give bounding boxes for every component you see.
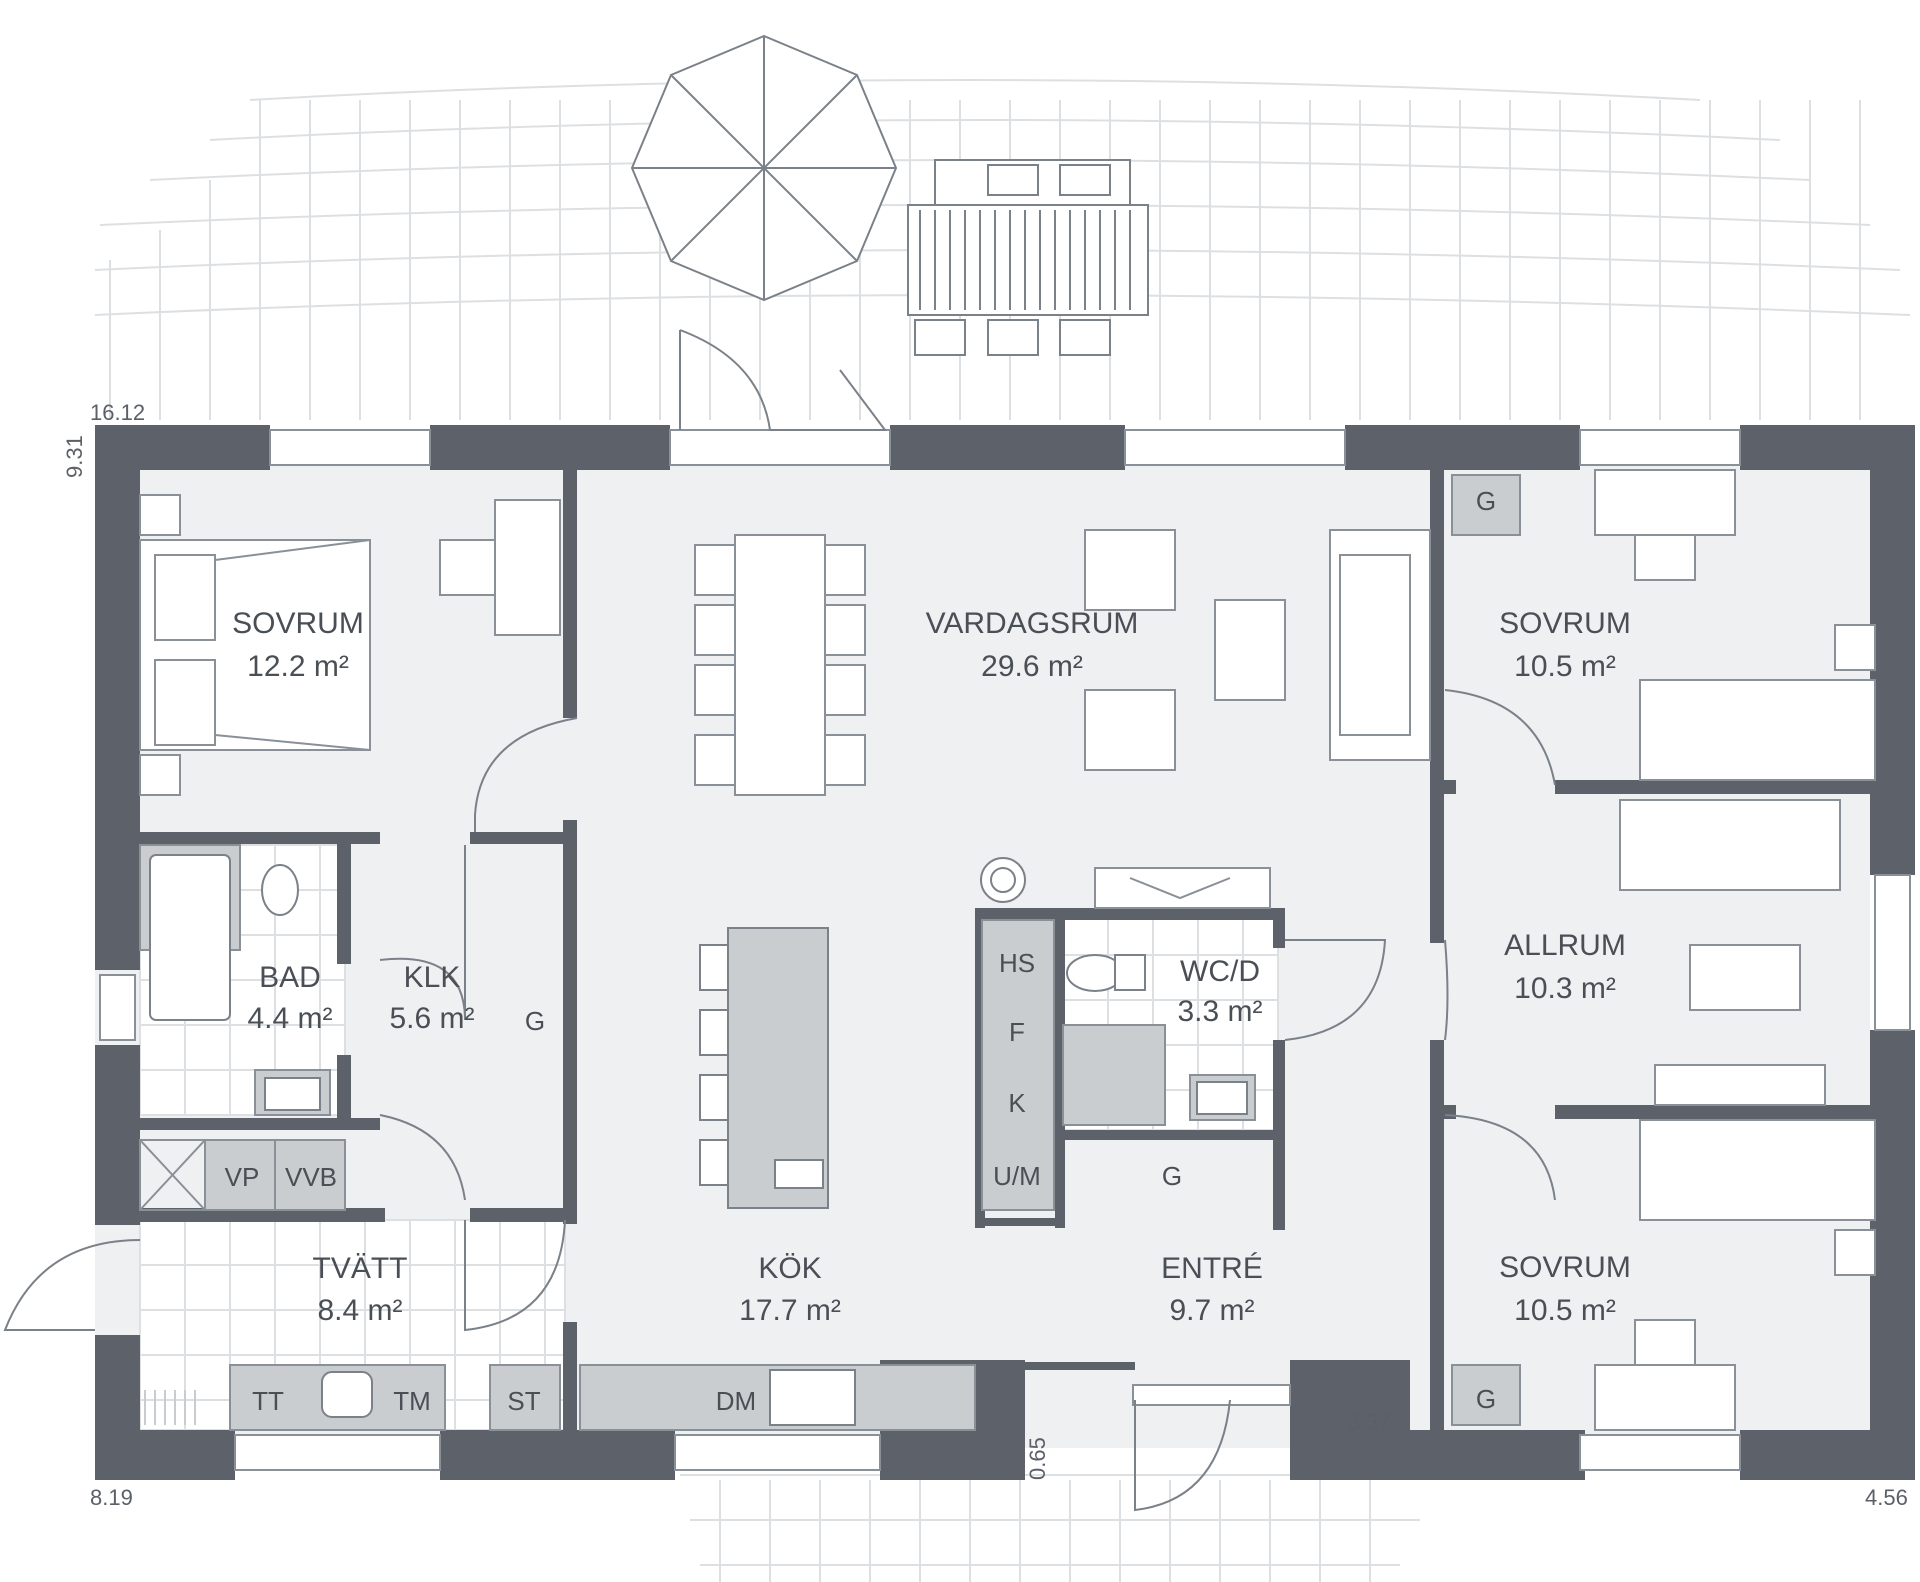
room-name-allrum: ALLRUM [1504,929,1626,962]
label-dm: DM [716,1386,756,1416]
label-vvb: VVB [285,1162,337,1192]
room-name-klk: KLK [404,961,461,994]
label-g-bottom-right: G [1476,1384,1496,1414]
tile-lines [140,845,1278,1430]
room-name-tvatt: TVÄTT [313,1252,408,1285]
dim-entry-y: 0.65 [1025,1437,1050,1480]
label-tm: TM [393,1386,431,1416]
laundry-rack [144,1390,196,1425]
furniture-right [1594,469,1876,1431]
desk-left [439,499,561,636]
kitchen-island [699,927,829,1209]
room-name-bad: BAD [259,961,321,994]
room-area-allrum: 10.3 m² [1514,972,1616,1005]
room-name-sovrum-top-right: SOVRUM [1499,607,1631,640]
label-k: K [1008,1088,1026,1118]
label-hs: HS [999,948,1035,978]
room-name-entre: ENTRÉ [1161,1252,1263,1285]
room-name-kok: KÖK [758,1252,821,1285]
parasol-icon [630,34,898,302]
room-area-entre: 9.7 m² [1169,1294,1254,1327]
label-g-top-right: G [1476,486,1496,516]
dim-entry-x: 3.37 [1348,1410,1391,1435]
room-name-sovrum-left: SOVRUM [232,607,364,640]
bathtub-icon [149,854,231,1021]
dimension-labels: 16.12 9.31 8.19 4.56 3.37 0.65 [62,400,1908,1510]
label-vp: VP [225,1162,260,1192]
label-g-entre: G [1162,1161,1182,1191]
room-area-sovrum-left: 12.2 m² [247,650,349,683]
room-name-vardagsrum: VARDAGSRUM [926,607,1139,640]
room-area-kok: 17.7 m² [739,1294,841,1327]
room-area-klk: 5.6 m² [389,1002,474,1035]
dining-table [694,534,866,796]
entry-paving [680,1474,1430,1582]
bed-left [139,494,371,796]
dim-top-left-y: 9.31 [62,435,87,478]
fireplace-icon [980,857,1026,903]
room-area-bad: 4.4 m² [247,1002,332,1035]
room-area-wc: 3.3 m² [1177,995,1262,1028]
entry-bench [1094,867,1271,909]
label-g-klk: G [525,1006,545,1036]
fixture-labels: G G G G HS F K U/M VP VVB TT TM ST DM [225,486,1496,1416]
dim-top-left-x: 16.12 [90,400,145,425]
room-area-sovrum-top-right: 10.5 m² [1514,650,1616,683]
room-area-vardagsrum: 29.6 m² [981,650,1083,683]
room-area-tvatt: 8.4 m² [317,1294,402,1327]
shower-icon [139,1139,206,1211]
terrace-dining-table [907,159,1149,356]
label-tt: TT [252,1386,284,1416]
dim-bottom-right: 4.56 [1865,1485,1908,1510]
sofa-group [1084,529,1431,771]
windows [99,429,1911,1471]
walls [95,425,1915,1480]
door-swing-icon [3,329,1556,1512]
dim-bottom-left: 8.19 [90,1485,133,1510]
room-name-sovrum-bottom-right: SOVRUM [1499,1251,1631,1284]
toilet-icon [261,864,1146,992]
label-st: ST [507,1386,540,1416]
room-area-sovrum-bottom-right: 10.5 m² [1514,1294,1616,1327]
room-name-wc: WC/D [1180,955,1260,988]
label-um: U/M [993,1161,1041,1191]
room-labels: SOVRUM 12.2 m² VARDAGSRUM 29.6 m² SOVRUM… [232,607,1631,1327]
label-f: F [1009,1017,1025,1047]
